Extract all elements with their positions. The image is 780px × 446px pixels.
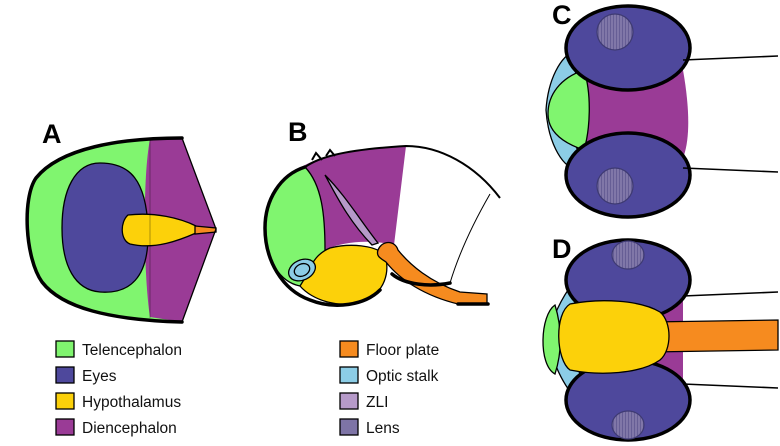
legend-swatch-zli	[339, 392, 359, 410]
panel-d-lens-top	[611, 240, 645, 270]
panel-d-trunk-outline	[682, 291, 779, 389]
panel-c-trunk-outline	[682, 55, 779, 173]
panel-a-diagram: A	[25, 119, 217, 324]
legend-label-diencephalon: Diencephalon	[82, 420, 177, 437]
legend-label-lens: Lens	[366, 420, 400, 437]
legend-label-hypothalamus: Hypothalamus	[82, 394, 181, 411]
panel-c-lens-top	[596, 13, 634, 51]
legend-right: Floor plate Optic stalk ZLI Lens	[339, 340, 439, 437]
panel-a-right-edge	[181, 137, 217, 323]
legend-swatch-lens	[339, 418, 359, 436]
panel-a-hypothalamus	[121, 213, 197, 247]
legend-swatch-optic-stalk	[339, 366, 359, 384]
legend-left: Telencephalon Eyes Hypothalamus Dienceph…	[55, 340, 182, 437]
legend-swatch-hypothalamus	[55, 392, 75, 410]
legend-label-telencephalon: Telencephalon	[82, 342, 182, 359]
panel-d-diagram: D	[542, 234, 779, 442]
panel-d-telencephalon	[542, 303, 561, 375]
panel-a-outline	[25, 136, 184, 324]
panel-c-lens-bottom	[596, 167, 634, 205]
panel-label-b: B	[288, 117, 308, 147]
legend-swatch-floor-plate	[339, 340, 359, 358]
panel-c-telencephalon	[547, 69, 590, 151]
legend-label-floor-plate: Floor plate	[366, 342, 439, 359]
legend-label-zli: ZLI	[366, 394, 388, 411]
panel-c-diagram: C	[545, 0, 779, 219]
panel-b-diagram: B	[263, 117, 501, 307]
panel-b-zli	[324, 174, 380, 246]
panel-a-eye	[61, 162, 149, 293]
legend-label-optic-stalk: Optic stalk	[366, 368, 439, 385]
panel-label-a: A	[42, 119, 62, 149]
legend-swatch-diencephalon	[55, 418, 75, 436]
panel-a-floor-plate	[194, 225, 217, 235]
legend-swatch-telencephalon	[55, 340, 75, 358]
panel-b-optic-stalk-inner	[293, 262, 311, 278]
panel-b-outline	[263, 165, 490, 307]
panel-label-c: C	[552, 0, 572, 30]
panel-b-diencephalon	[300, 146, 406, 250]
panel-d-hypothalamus	[558, 300, 670, 374]
panel-d-lens-bottom	[611, 410, 645, 440]
panel-c-eye-top	[564, 4, 692, 92]
panel-b-notch	[311, 148, 336, 161]
legend-label-eyes: Eyes	[82, 368, 117, 385]
panel-b-inner-boundary	[449, 193, 491, 284]
panel-label-d: D	[552, 234, 572, 264]
legend-swatch-eyes	[55, 366, 75, 384]
